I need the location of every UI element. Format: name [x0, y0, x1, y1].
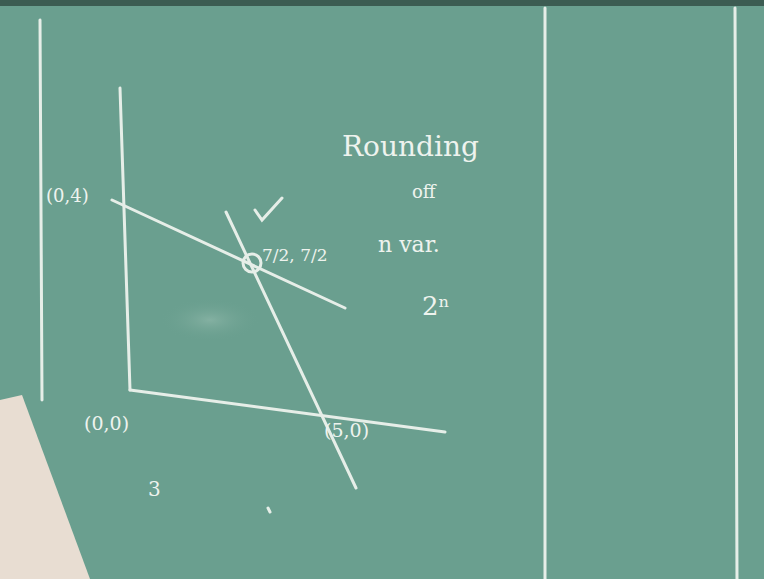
- note-number: 3: [148, 478, 161, 500]
- note-text: Rounding: [342, 132, 479, 163]
- x-axis: [130, 390, 445, 432]
- note-text: 2ⁿ: [422, 292, 450, 321]
- y-axis: [120, 88, 130, 390]
- board-frame: [0, 0, 764, 6]
- point-label: (5,0): [324, 420, 369, 441]
- board-border-line: [735, 8, 737, 579]
- point-label: (0,0): [84, 413, 129, 434]
- hand-in-view: [0, 395, 90, 579]
- chalk-smudge: [160, 298, 260, 342]
- board-border-line: [40, 20, 42, 400]
- chalk-dot: [268, 508, 270, 512]
- constraint-line: [226, 212, 356, 488]
- point-label: 7/2, 7/2: [262, 246, 328, 265]
- note-text: off: [412, 182, 436, 202]
- board-border-line: [544, 8, 547, 579]
- optimal-point-circle: [243, 254, 261, 272]
- point-label: (0,4): [46, 186, 89, 206]
- check-mark: [255, 198, 282, 220]
- note-text: n var.: [378, 233, 440, 257]
